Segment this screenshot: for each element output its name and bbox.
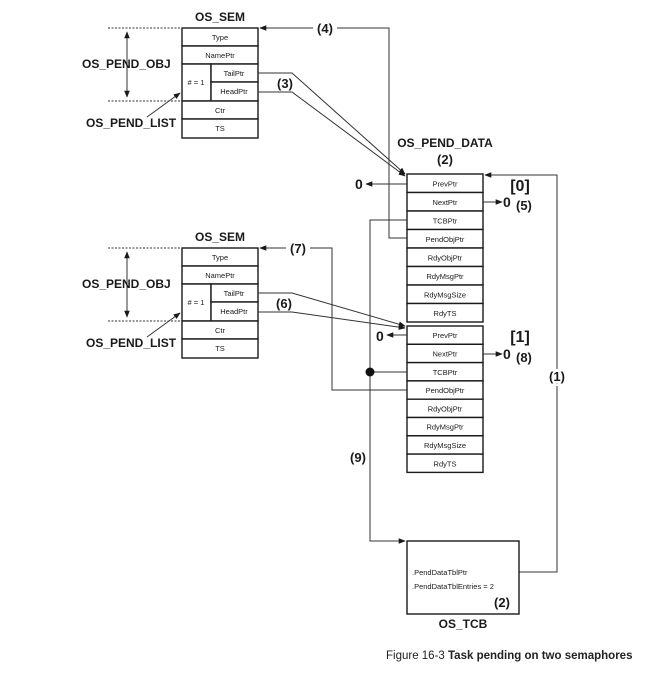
sem1-nameptr: NamePtr	[205, 51, 235, 60]
sem1-pend-list-pointer	[146, 92, 181, 118]
tcb-pend-data-tbl-ptr: .PendDataTblPtr	[412, 568, 468, 577]
pend-data-entry-0: PrevPtrNextPtrTCBPtrPendObjPtrRdyObjPtrR…	[406, 173, 484, 323]
pend-data-title: OS_PEND_DATA	[397, 136, 493, 150]
sem2-pend-list-label: OS_PEND_LIST	[86, 336, 177, 350]
link-7-label-bg	[286, 240, 310, 254]
sem2-title: OS_SEM	[195, 230, 245, 244]
entry1-next-null: 0	[503, 346, 511, 362]
sem2-ts-cell	[181, 338, 259, 359]
entry0-next-ref: (5)	[516, 198, 532, 213]
sem2-ctr: Ctr	[215, 326, 226, 335]
entry1-field-cell	[406, 453, 484, 474]
entry0-field-tcbptr: TCBPtr	[433, 216, 458, 225]
tcb-box	[406, 540, 520, 615]
sem2-pend-list-pointer	[146, 312, 181, 338]
sem2-nameptr: NamePtr	[205, 271, 235, 280]
sem2-ts: TS	[215, 344, 225, 353]
sem2-count: # = 1	[188, 298, 205, 307]
sem1-pend-obj-label: OS_PEND_OBJ	[82, 57, 171, 71]
entry0-prev-null: 0	[355, 176, 363, 192]
link-4-pendobj-to-sem1	[259, 25, 407, 239]
entry0-field-rdyts: RdyTS	[434, 309, 457, 318]
link-4-label: (4)	[317, 21, 333, 36]
link-6-headptr	[258, 311, 406, 330]
pend-data-title-ref: (2)	[437, 152, 453, 167]
link-3-headptr	[258, 91, 406, 177]
link-7-label: (7)	[290, 241, 306, 256]
entry1-field-rdymsgsize: RdyMsgSize	[424, 441, 466, 450]
link-6-tailptr	[258, 292, 406, 327]
sem1-tailptr: TailPtr	[224, 69, 245, 78]
sem2-headptr: HeadPtr	[220, 307, 248, 316]
os-sem-1: OS_SEM Type NamePtr # = 1 TailPtr HeadPt…	[82, 10, 259, 139]
entry1-field-nextptr: NextPtr	[432, 349, 458, 358]
entry1-field-rdyobjptr: RdyObjPtr	[428, 404, 463, 413]
entry0-field-pendobjptr: PendObjPtr	[426, 235, 465, 244]
link-4-label-bg	[313, 20, 337, 34]
os-sem-2: OS_SEM Type NamePtr # = 1 TailPtr HeadPt…	[82, 230, 259, 359]
entry1-prev-null: 0	[376, 328, 384, 344]
sem1-ctr: Ctr	[215, 106, 226, 115]
link-6-label: (6)	[276, 296, 292, 311]
sem1-ts: TS	[215, 124, 225, 133]
sem2-type: Type	[212, 253, 228, 262]
caption-prefix: Figure 16-3	[386, 650, 449, 662]
junction-dot	[365, 367, 375, 377]
caption-title: Task pending on two semaphores	[448, 650, 633, 662]
entry0-field-rdymsgptr: RdyMsgPtr	[426, 272, 464, 281]
entry0-field-prevptr: PrevPtr	[432, 179, 458, 188]
link-1-tcb-to-pend-data	[484, 172, 558, 573]
sem1-type: Type	[212, 33, 228, 42]
entry1-next-ref: (8)	[516, 350, 532, 365]
sem1-title: OS_SEM	[195, 10, 245, 24]
sem1-headptr: HeadPtr	[220, 87, 248, 96]
entry1-field-rdyts: RdyTS	[434, 459, 457, 468]
sem1-ts-cell	[181, 118, 259, 139]
entry0-field-nextptr: NextPtr	[432, 198, 458, 207]
link-3-tailptr	[258, 72, 406, 175]
pend-data-entry-1: PrevPtrNextPtrTCBPtrPendObjPtrRdyObjPtrR…	[406, 325, 484, 474]
link-9-label: (9)	[350, 450, 366, 465]
entry0-next-null: 0	[503, 194, 511, 210]
tcb-ref: (2)	[494, 595, 510, 610]
link-1-label: (1)	[549, 369, 565, 384]
os-tcb: .PendDataTblPtr .PendDataTblEntries = 2 …	[406, 540, 520, 631]
entry0-field-cell	[406, 302, 484, 323]
entry1-field-prevptr: PrevPtr	[432, 331, 458, 340]
entry1-index: [1]	[510, 329, 530, 346]
figure-caption: Figure 16-3 Task pending on two semaphor…	[386, 650, 632, 662]
link-9-tcbptr-to-tcb	[369, 219, 407, 544]
link-3-label: (3)	[277, 76, 293, 91]
tcb-pend-data-tbl-entries: .PendDataTblEntries = 2	[412, 582, 494, 591]
sem1-pend-list-label: OS_PEND_LIST	[86, 116, 177, 130]
entry1-field-rdymsgptr: RdyMsgPtr	[426, 423, 464, 432]
sem1-count: # = 1	[188, 78, 205, 87]
sem2-tailptr: TailPtr	[224, 289, 245, 298]
link-7-pendobj-to-sem2	[259, 245, 407, 391]
entry1-field-tcbptr: TCBPtr	[433, 368, 458, 377]
entry0-index: [0]	[510, 178, 530, 195]
sem2-pend-obj-label: OS_PEND_OBJ	[82, 277, 171, 291]
entry1-field-pendobjptr: PendObjPtr	[426, 386, 465, 395]
entry0-field-rdyobjptr: RdyObjPtr	[428, 253, 463, 262]
tcb-title: OS_TCB	[439, 617, 488, 631]
entry0-field-rdymsgsize: RdyMsgSize	[424, 290, 466, 299]
